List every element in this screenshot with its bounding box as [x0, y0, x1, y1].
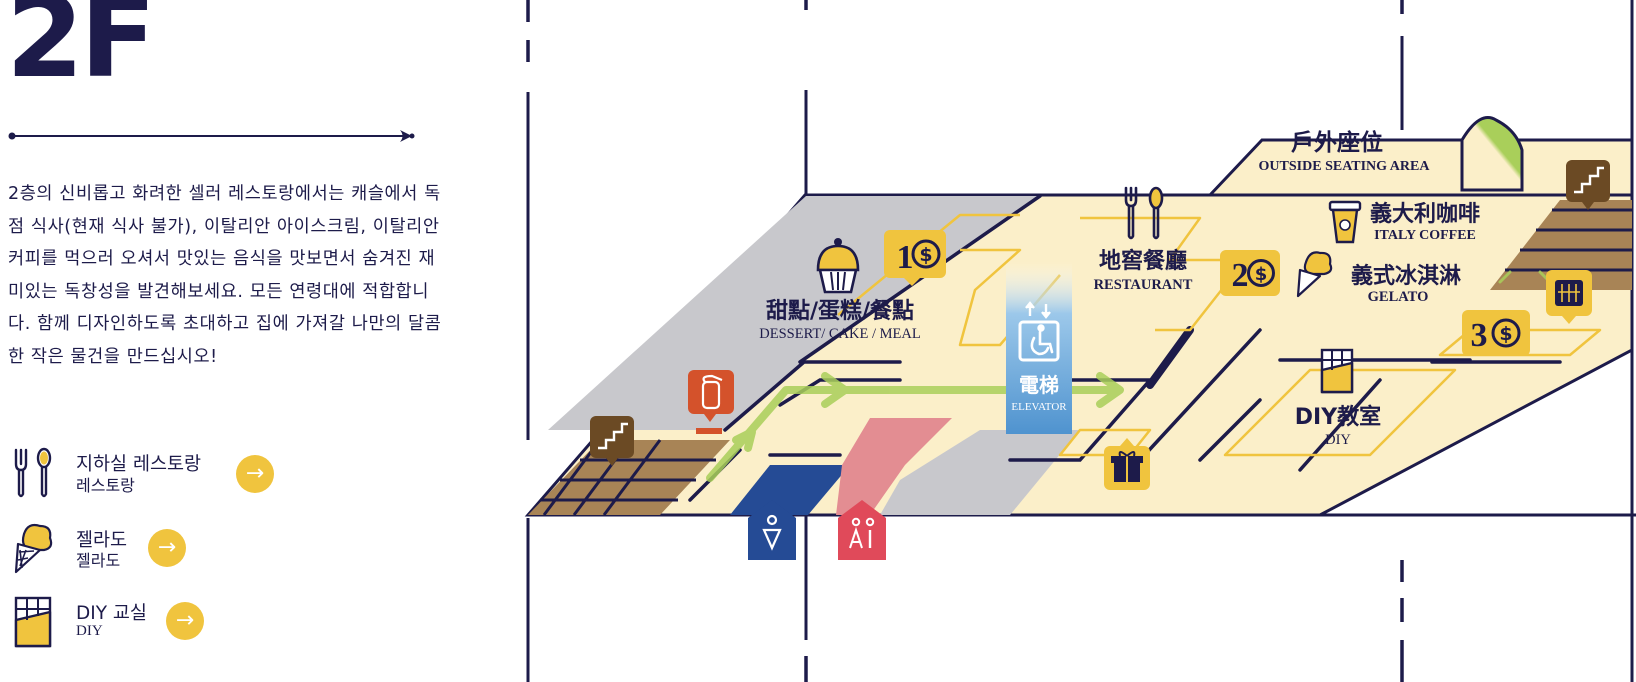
legend-subtitle: DIY	[76, 623, 103, 639]
dessert-label: 甜點/蛋糕/餐點	[766, 298, 914, 324]
wheelchair-icon	[1030, 324, 1054, 356]
svg-text:$: $	[919, 244, 932, 266]
elevator-label-en: ELEVATOR	[1011, 401, 1067, 413]
grey-zone-lower	[880, 430, 1080, 515]
svg-text:$: $	[1499, 323, 1512, 345]
cashier-3-badge: 3 $	[1462, 310, 1530, 356]
divider-line	[8, 130, 415, 142]
fire-extinguisher-icon	[688, 370, 734, 434]
archway-door	[1460, 116, 1524, 192]
legend-subtitle: 레스토랑	[76, 476, 135, 495]
svg-text:3: 3	[1471, 317, 1488, 354]
outside-seating-label: 戶外座位	[1291, 129, 1383, 156]
coffee-label-en: ITALY COFFEE	[1374, 228, 1476, 243]
floor-description: 2층의 신비롭고 화려한 셀러 레스토랑에서는 캐슬에서 독점 식사(현재 식사…	[8, 184, 442, 367]
diy-label-en: DIY	[1325, 432, 1351, 448]
legend-subtitle: 젤라도	[76, 551, 121, 570]
gift-box-icon	[1104, 438, 1150, 490]
ice-cream-cone-icon	[14, 523, 53, 574]
stairs-right	[1490, 200, 1632, 290]
gelato-label-en: GELATO	[1368, 289, 1429, 305]
restroom-male-icon	[748, 500, 796, 560]
walking-route	[706, 270, 1552, 482]
svg-text:1: 1	[897, 239, 914, 276]
outside-seating-label-en: OUTSIDE SEATING AREA	[1259, 159, 1431, 174]
arrow-right-button[interactable]: →	[236, 455, 274, 493]
coffee-label: 義大利咖啡	[1370, 201, 1480, 227]
arrow-right-button[interactable]: →	[148, 529, 186, 567]
dessert-label-en: DESSERT/ CAKE / MEAL	[759, 326, 920, 342]
floor-title: 2F	[6, 0, 156, 103]
fork-spoon-icon	[1124, 186, 1164, 240]
ice-cream-cone-icon	[1296, 251, 1333, 298]
arrow-right-button[interactable]: →	[166, 602, 204, 640]
elevator-label: 電梯	[1019, 373, 1059, 397]
stairs-icon	[590, 416, 634, 466]
restroom-female-area	[836, 418, 952, 515]
restaurant-label: 地窖餐廳	[1099, 248, 1187, 274]
cashier-2-badge: 2 $	[1220, 250, 1280, 296]
chocolate-shop-badge	[1546, 270, 1592, 324]
chocolate-bar-icon	[14, 596, 52, 648]
legend-title: 지하실 레스토랑	[76, 454, 202, 475]
stairs-icon	[1566, 160, 1610, 210]
restroom-female-icon	[838, 500, 886, 560]
cashier-1-badge: 1 $	[884, 230, 946, 286]
legend-item-diy[interactable]: DIY 교실 DIY →	[10, 594, 330, 654]
restaurant-label-en: RESTAURANT	[1094, 277, 1193, 293]
coffee-cup-icon	[1328, 200, 1362, 244]
gelato-label: 義式冰淇淋	[1351, 263, 1461, 289]
fork-spoon-icon	[14, 447, 52, 498]
restroom-male-area	[730, 465, 850, 515]
chocolate-bar-icon	[1320, 348, 1354, 394]
legend-item-restaurant[interactable]: 지하실 레스토랑 레스토랑 →	[10, 446, 330, 506]
elevator: 電梯 ELEVATOR	[1006, 262, 1072, 434]
legend-title: DIY 교실	[76, 603, 147, 624]
info-panel: 2F 2층의 신비롭고 화려한 셀러 레스토랑에서는 캐슬에서 독점 식사(현재…	[0, 0, 470, 682]
legend-title: 젤라도	[76, 530, 128, 551]
svg-text:$: $	[1255, 264, 1268, 285]
wall-segment-thick	[1146, 326, 1194, 389]
interior-walls	[688, 194, 1562, 502]
outside-seating-area	[1206, 138, 1634, 197]
svg-text:2: 2	[1232, 257, 1249, 294]
diy-label: DIY教室	[1295, 404, 1381, 430]
legend-item-gelato[interactable]: 젤라도 젤라도 →	[10, 520, 330, 580]
cupcake-icon	[816, 238, 860, 294]
